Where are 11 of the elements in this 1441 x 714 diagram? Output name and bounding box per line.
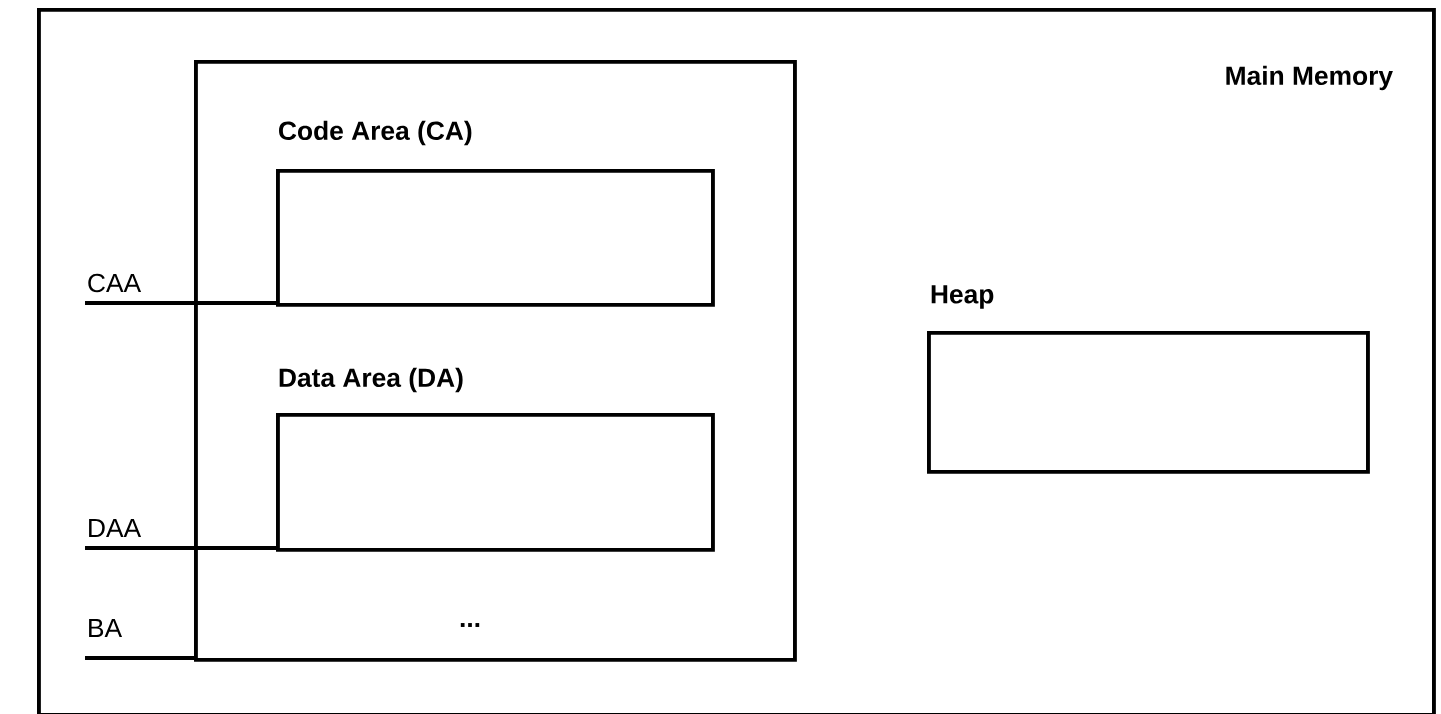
address-label: DAA bbox=[89, 518, 142, 538]
area-box: Code Area (CA) bbox=[276, 120, 715, 307]
segment-box bbox=[194, 60, 797, 662]
node-label: Data Area (DA) bbox=[279, 367, 463, 393]
node-label: Heap bbox=[931, 285, 994, 309]
ellipsis: ... bbox=[460, 623, 480, 627]
node-label: Code Area (CA) bbox=[279, 120, 472, 146]
area-box: Data Area (DA) bbox=[276, 367, 715, 552]
address-label: BA bbox=[89, 618, 123, 638]
address-label: CAA bbox=[88, 273, 142, 293]
area-box: Heap bbox=[927, 285, 1370, 474]
